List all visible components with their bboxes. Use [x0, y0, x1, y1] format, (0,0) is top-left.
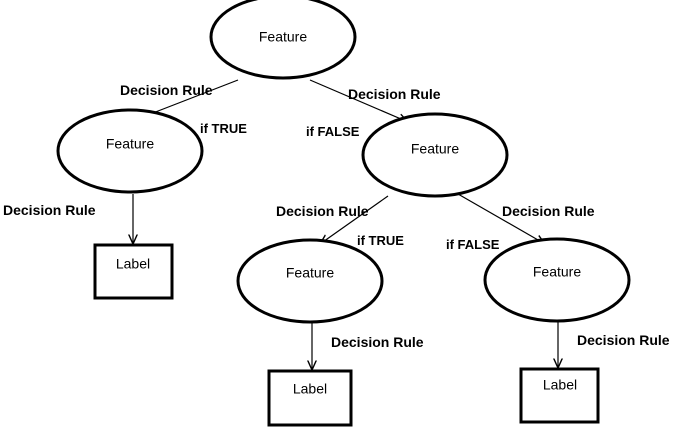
root-feature-label: Feature: [259, 29, 307, 45]
leaf-right-label: Label: [543, 377, 577, 393]
right-right-feature-label: Feature: [533, 264, 581, 280]
decision-rule-left-leaf: Decision Rule: [3, 202, 96, 218]
branch-label-true-1: if TRUE: [200, 121, 247, 136]
branch-label-true-2: if TRUE: [357, 233, 404, 248]
leaf-left-box: Label: [93, 243, 174, 300]
left-feature-node: Feature: [56, 108, 204, 194]
right-feature-node: Feature: [361, 112, 509, 198]
edge-right-to-right-left: [320, 195, 389, 244]
root-feature-node: Feature: [209, 0, 357, 80]
decision-rule-right-right-leaf: Decision Rule: [577, 332, 670, 348]
edge-root-to-right: [309, 79, 408, 122]
right-left-feature-node: Feature: [236, 238, 384, 324]
leaf-left-label: Label: [116, 256, 150, 272]
edge-right-to-right-right: [457, 193, 545, 244]
decision-rule-right-left-leaf: Decision Rule: [331, 334, 424, 350]
right-right-feature-node: Feature: [483, 237, 631, 323]
leaf-middle-box: Label: [267, 369, 353, 427]
branch-label-false-1: if FALSE: [306, 124, 360, 139]
left-feature-label: Feature: [106, 136, 154, 152]
leaf-right-box: Label: [519, 367, 600, 424]
branch-label-false-2: if FALSE: [446, 237, 500, 252]
leaf-middle-label: Label: [293, 381, 327, 397]
decision-rule-right-left: Decision Rule: [276, 203, 369, 219]
decision-rule-root-right: Decision Rule: [348, 86, 441, 102]
decision-rule-right-right: Decision Rule: [502, 203, 595, 219]
right-feature-label: Feature: [411, 141, 459, 157]
right-left-feature-label: Feature: [286, 265, 334, 281]
decision-rule-root-left: Decision Rule: [120, 82, 213, 98]
